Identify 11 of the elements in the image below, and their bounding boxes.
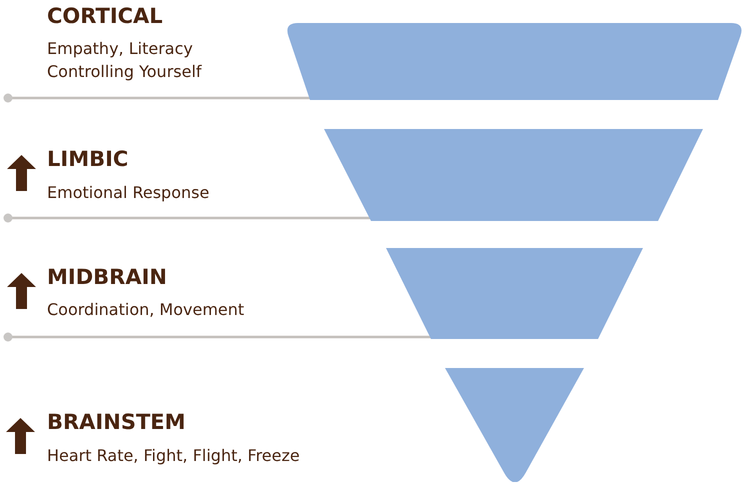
funnel-layer (445, 368, 584, 482)
layer-description: Emotional Response (47, 182, 210, 204)
layer-title: MIDBRAIN (47, 264, 167, 290)
layer-description: Empathy, Literacy Controlling Yourself (47, 38, 203, 83)
layer-title: LIMBIC (47, 146, 128, 172)
funnel-layer (386, 248, 643, 339)
layer-description: Coordination, Movement (47, 299, 246, 321)
funnel-layer (324, 129, 703, 221)
layer-description: Heart Rate, Fight, Flight, Freeze (47, 445, 301, 467)
layer-title: CORTICAL (47, 3, 163, 29)
layer-title: BRAINSTEM (47, 409, 186, 435)
